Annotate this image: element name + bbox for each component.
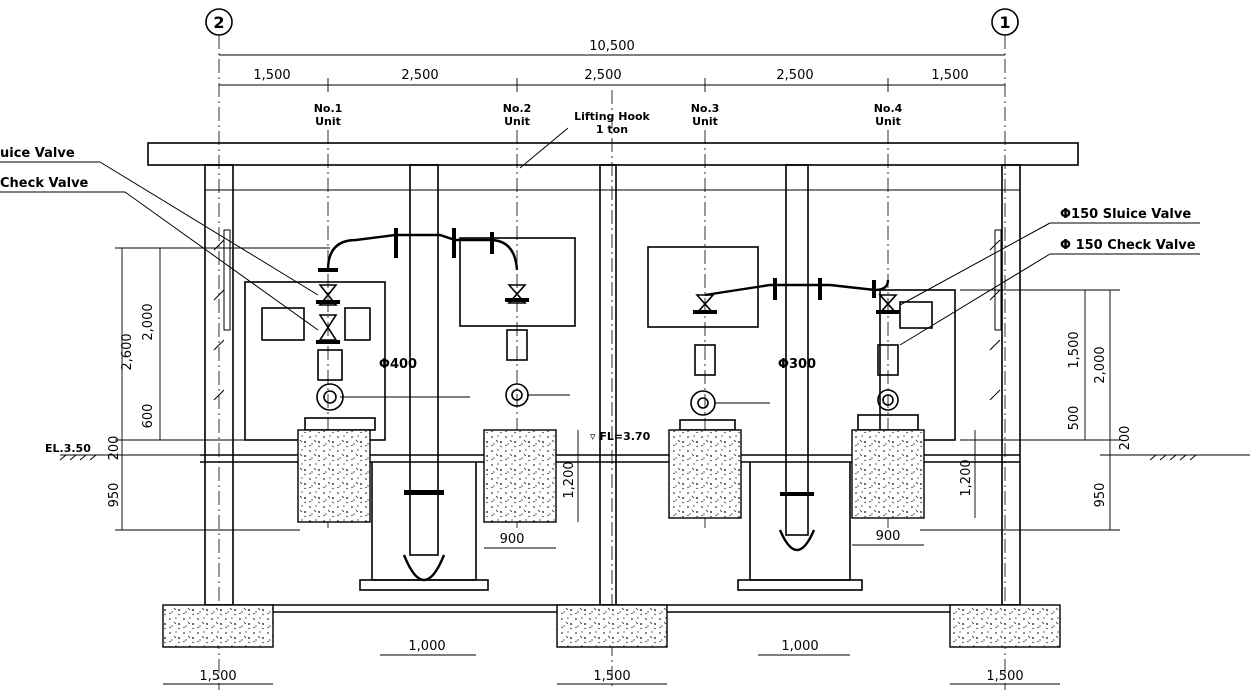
- hook-sub: 1 ton: [596, 123, 628, 136]
- dim-900-a: 900: [500, 532, 525, 547]
- unit-4-label: No.4: [874, 102, 903, 115]
- unit-4-sub: Unit: [875, 115, 901, 128]
- dim-pit-2: 1,000: [781, 639, 818, 654]
- right-sluice-label: Φ150 Sluice Valve: [1060, 207, 1191, 222]
- roof-slab: [147, 142, 1079, 166]
- dim-footing-1: 1,500: [199, 669, 236, 684]
- pipe-label-400: Φ400: [379, 357, 417, 372]
- unit-1-sub: Unit: [315, 115, 341, 128]
- control-panel-3: [647, 246, 759, 328]
- discharge-pipe-300: [704, 164, 890, 551]
- bottom-dimensions: 1,000 1,000 1,500 1,500 1,500: [163, 639, 1060, 685]
- grid-line-1: 1: [991, 8, 1019, 690]
- dim-bay-4: 2,500: [776, 68, 813, 83]
- floor-slab: [59, 454, 1250, 463]
- dim-bay-5: 1,500: [931, 68, 968, 83]
- pipe-label-300: Φ300: [778, 357, 816, 372]
- dim-600: 600: [141, 404, 156, 429]
- left-sluice-label: uice Valve: [0, 146, 75, 161]
- dim-footing-3: 1,500: [986, 669, 1023, 684]
- left-valve-callouts: uice Valve Check Valve: [0, 146, 319, 331]
- dim-950-right: 950: [1093, 483, 1108, 508]
- unit-2-sub: Unit: [504, 115, 530, 128]
- el-label: EL.3.50: [45, 442, 91, 455]
- dim-bay-2: 2,500: [401, 68, 438, 83]
- right-vertical-dimensions: 1,500 2,000 500 200 950: [920, 289, 1133, 531]
- dim-pit-1: 1,000: [408, 639, 445, 654]
- right-check-label: Φ 150 Check Valve: [1060, 238, 1196, 253]
- unit-1-label: No.1: [314, 102, 343, 115]
- lifting-hook-callout: Lifting Hook 1 ton: [519, 110, 651, 169]
- dim-950-left: 950: [107, 483, 122, 508]
- hook-label: Lifting Hook: [574, 110, 650, 123]
- pump-unit-1: [304, 284, 376, 431]
- fl-label: ▿ FL=3.70: [590, 430, 651, 443]
- dim-footing-2: 1,500: [593, 669, 630, 684]
- pump-unit-2: [505, 284, 529, 407]
- dim-bay-1: 1,500: [253, 68, 290, 83]
- grid-label-1: 1: [999, 13, 1010, 32]
- dim-1200-a: 1,200: [562, 461, 577, 498]
- unit-3-sub: Unit: [692, 115, 718, 128]
- unit-3-label: No.3: [691, 102, 720, 115]
- right-valve-callouts: Φ150 Sluice Valve Φ 150 Check Valve: [899, 207, 1200, 346]
- unit-2-label: No.2: [503, 102, 532, 115]
- pump-foundations: [297, 429, 925, 523]
- dim-900-b: 900: [876, 529, 901, 544]
- control-panel-1: [244, 281, 386, 441]
- footings: [162, 604, 1061, 648]
- pump-unit-4: [857, 294, 919, 431]
- control-panel-2: [459, 237, 576, 327]
- dim-overall: 10,500: [589, 39, 635, 54]
- unit-labels: No.1 Unit No.2 Unit No.3 Unit No.4 Unit: [314, 90, 903, 690]
- grid-label-2: 2: [213, 13, 224, 32]
- dim-500: 500: [1067, 406, 1082, 431]
- dim-bay-3: 2,500: [584, 68, 621, 83]
- dim-1500-right: 1,500: [1067, 331, 1082, 368]
- dim-2600: 2,600: [120, 333, 135, 370]
- top-dimensions: 10,500 1,500 2,500 2,500 2,500 1,500: [219, 39, 1005, 92]
- foundation-dimensions: 1,200 1,200 900 900: [484, 430, 976, 549]
- left-check-label: Check Valve: [0, 176, 89, 191]
- suction-pits: [359, 462, 863, 591]
- building-walls: [204, 164, 1021, 606]
- dim-2000-left: 2,000: [141, 303, 156, 340]
- left-vertical-dimensions: 2,600 2,000 600 200 950: [107, 247, 330, 531]
- dim-1200-b: 1,200: [959, 459, 974, 496]
- discharge-pipe-400: [318, 164, 519, 582]
- grid-line-2: 2: [205, 8, 233, 690]
- pump-unit-3: [679, 294, 736, 431]
- dim-200-right: 200: [1118, 426, 1133, 451]
- dim-200-left: 200: [107, 436, 122, 461]
- dim-2000-right: 2,000: [1093, 346, 1108, 383]
